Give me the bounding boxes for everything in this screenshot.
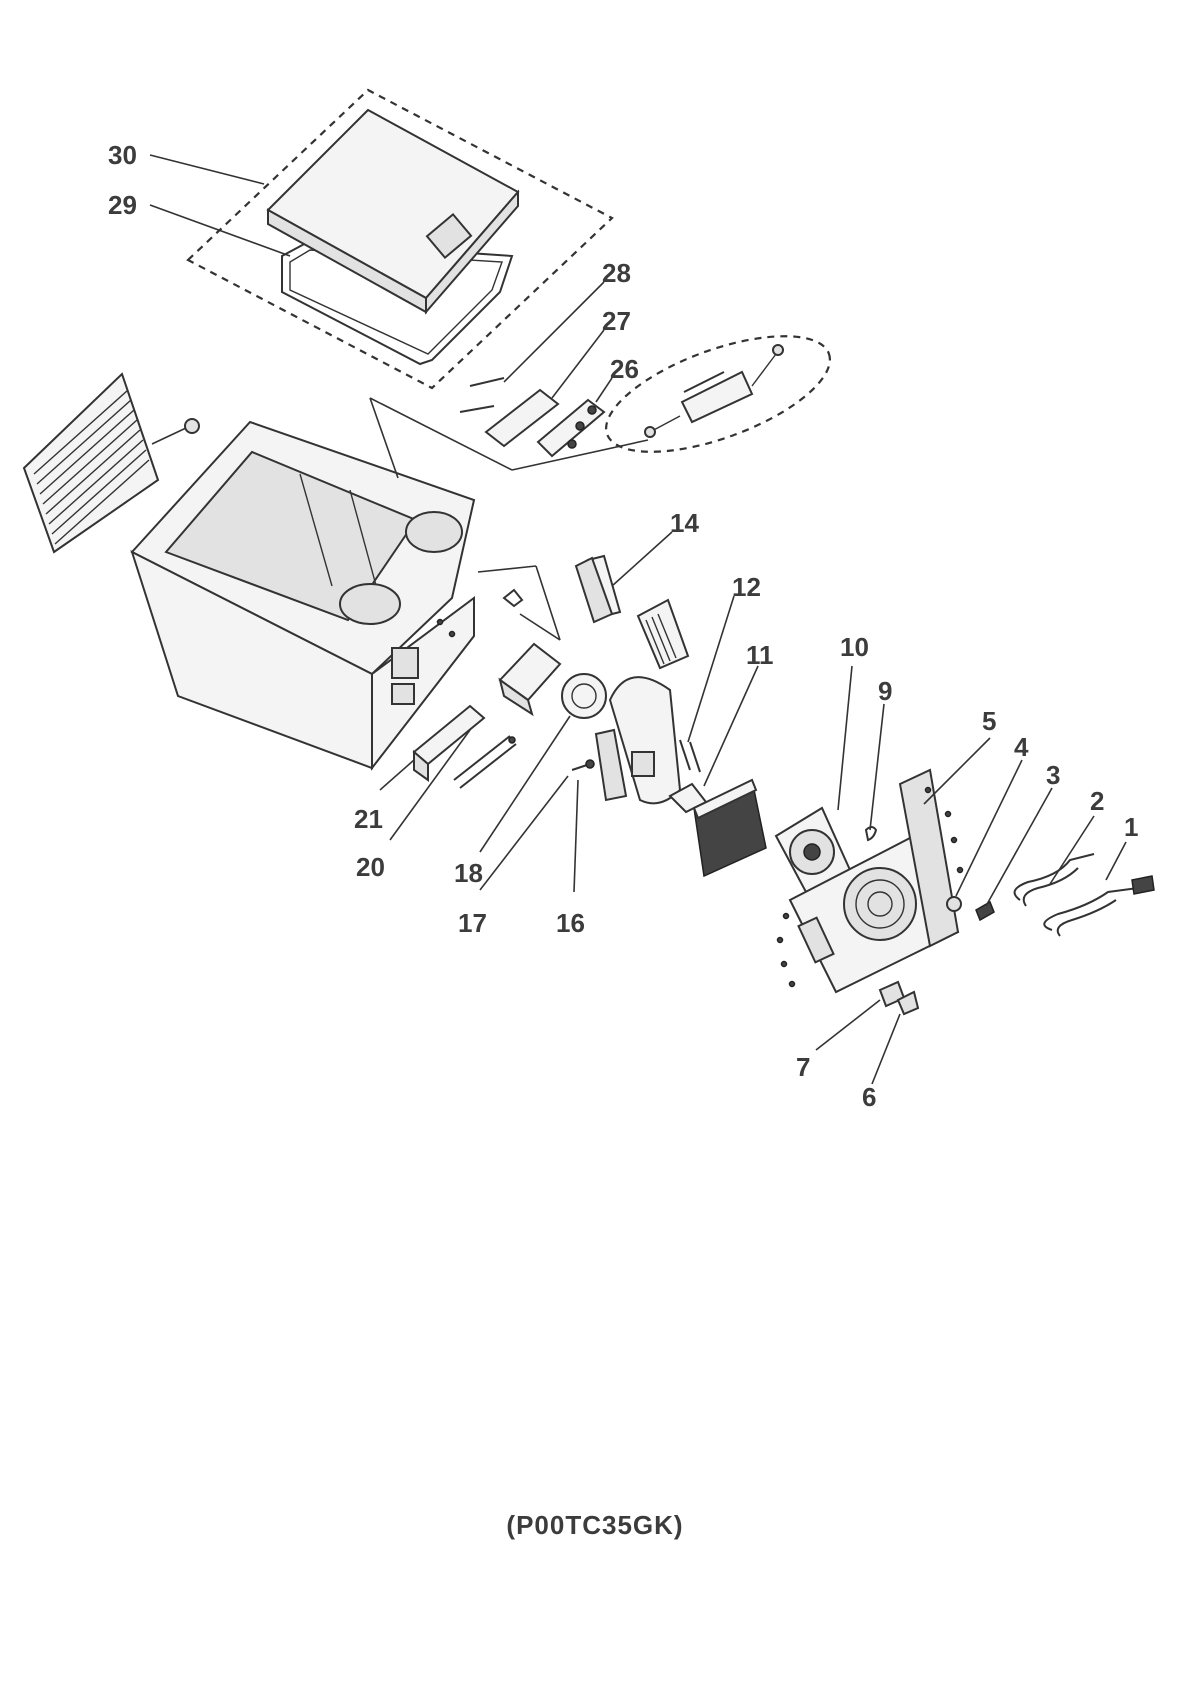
label-17: 17 <box>458 908 487 938</box>
cooling-fan <box>774 806 878 894</box>
label-2: 2 <box>1090 786 1104 816</box>
label-18: 18 <box>454 858 483 888</box>
label-26: 26 <box>610 354 639 384</box>
cooler-body <box>130 420 476 771</box>
label-9: 9 <box>878 676 892 706</box>
label-14: 14 <box>670 508 699 538</box>
fan-bracket-parts <box>502 554 690 670</box>
label-12: 12 <box>732 572 761 602</box>
side-grille <box>22 372 200 554</box>
peltier-and-heatsink <box>668 739 767 878</box>
label-leaders <box>149 154 1127 1085</box>
label-6: 6 <box>862 1082 876 1112</box>
lid-assembly <box>186 88 614 390</box>
part-number-labels: 30 29 28 27 26 14 12 11 10 9 5 4 3 2 1 2… <box>108 140 1138 1112</box>
center-parts <box>561 673 682 805</box>
label-20: 20 <box>356 852 385 882</box>
label-27: 27 <box>602 306 631 336</box>
label-10: 10 <box>840 632 869 662</box>
rear-panel <box>776 768 964 994</box>
model-code: (P00TC35GK) <box>506 1510 684 1540</box>
label-11: 11 <box>746 640 774 670</box>
label-3: 3 <box>1046 760 1060 790</box>
assembly-guide-lines <box>369 397 649 641</box>
label-4: 4 <box>1014 732 1029 762</box>
front-bottom-parts <box>412 642 562 789</box>
label-30: 30 <box>108 140 137 170</box>
power-cords <box>1013 853 1155 937</box>
label-1: 1 <box>1124 812 1138 842</box>
label-5: 5 <box>982 706 996 736</box>
small-parts <box>878 896 995 1016</box>
latch-parts <box>459 335 832 458</box>
label-29: 29 <box>108 190 137 220</box>
label-16: 16 <box>556 908 585 938</box>
label-7: 7 <box>796 1052 810 1082</box>
label-21: 21 <box>354 804 383 834</box>
label-28: 28 <box>602 258 631 288</box>
